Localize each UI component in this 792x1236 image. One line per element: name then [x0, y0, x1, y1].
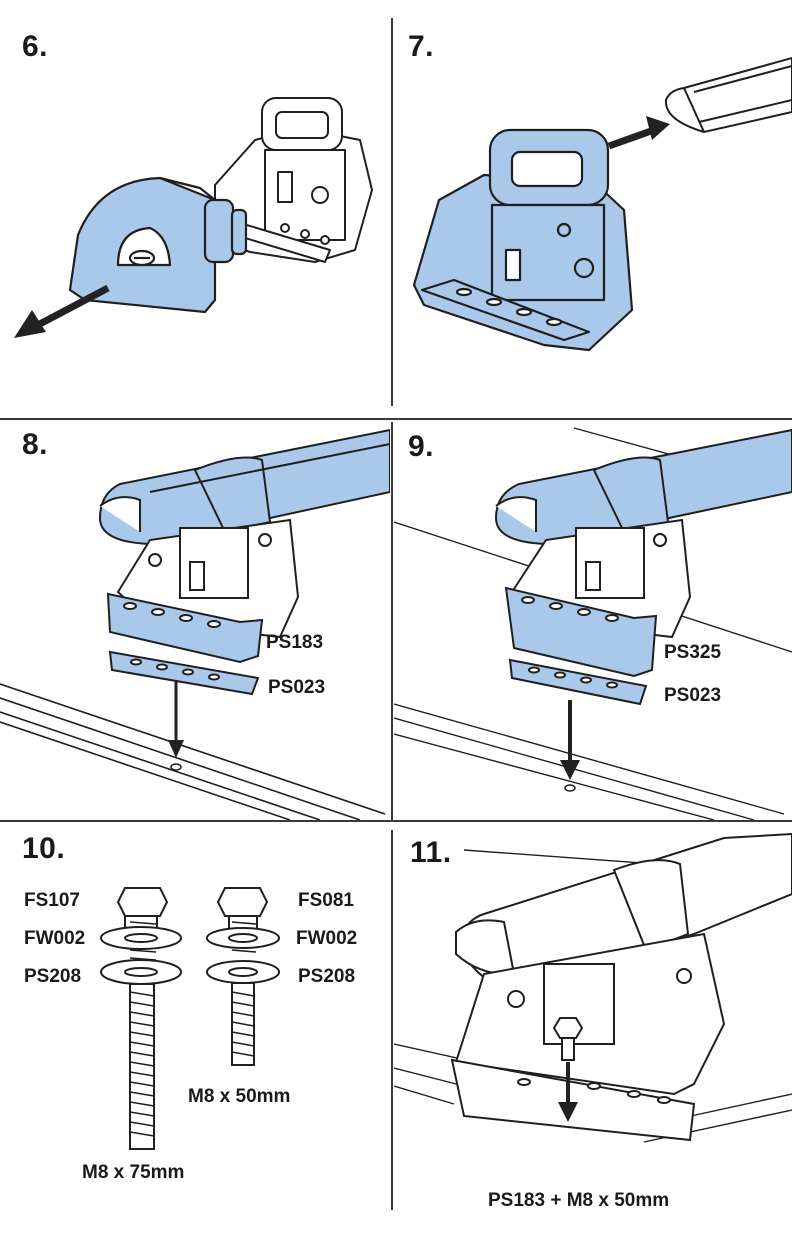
- step-11-panel: 11.: [394, 824, 792, 1236]
- step-number: 6.: [22, 30, 49, 63]
- part-label-fw002-left: FW002: [24, 928, 86, 949]
- horizontal-divider-1: [0, 418, 792, 420]
- roof-bar-icon: [455, 832, 792, 996]
- vertical-divider-bottom: [391, 830, 393, 1210]
- step-number: 7.: [408, 30, 435, 63]
- part-label-ps325: PS325: [664, 642, 722, 663]
- roof-bar-icon: [494, 428, 792, 546]
- step-9-illustration: [394, 427, 792, 820]
- arrow-icon: [558, 1062, 578, 1122]
- bolt-size-label-long: M8 x 75mm: [82, 1162, 185, 1183]
- ps023-plate: [508, 658, 648, 706]
- foot-pack-icon: [450, 932, 726, 1142]
- step-11-caption: PS183 + M8 x 50mm: [488, 1190, 670, 1211]
- arrow-icon: [14, 284, 110, 338]
- bolt-icon: [552, 1017, 584, 1061]
- part-label-ps023: PS023: [268, 677, 326, 698]
- part-label-ps208-left: PS208: [24, 966, 82, 987]
- step-7-panel: 7.: [394, 0, 792, 415]
- end-cap-part: [68, 176, 248, 314]
- step-number: 10.: [22, 832, 66, 865]
- vertical-divider-middle: [391, 422, 393, 820]
- step-9-panel: 9.: [394, 422, 792, 820]
- ps023-plate: [108, 650, 260, 696]
- step-10-illustration: [100, 887, 280, 1150]
- part-label-ps208-right: PS208: [298, 966, 356, 987]
- bolt-icon: [206, 887, 280, 1066]
- step-10-panel: 10.: [0, 824, 390, 1236]
- step-number: 11.: [410, 836, 452, 869]
- step-8-illustration: [0, 428, 390, 820]
- roof-bar-icon: [664, 56, 792, 134]
- step-6-illustration: [14, 97, 373, 338]
- arrow-icon: [607, 116, 670, 150]
- arrow-icon: [560, 700, 580, 780]
- bolt-size-label-short: M8 x 50mm: [188, 1086, 291, 1107]
- part-label-ps023: PS023: [664, 685, 722, 706]
- roof-bar-icon: [98, 428, 390, 546]
- bolt-icon: [100, 887, 182, 1150]
- part-label-fs081: FS081: [298, 890, 354, 911]
- horizontal-divider-2: [0, 820, 792, 822]
- step-8-panel: 8.: [0, 422, 390, 820]
- ps325-pad: [504, 586, 658, 678]
- step-6-panel: 6.: [0, 0, 390, 415]
- arrow-icon: [168, 677, 184, 758]
- vertical-divider-top: [391, 18, 393, 406]
- step-number: 9.: [408, 430, 435, 463]
- part-label-fw002-right: FW002: [296, 928, 358, 949]
- step-number: 8.: [22, 428, 49, 461]
- step-11-illustration: [394, 832, 792, 1143]
- foot-pack-icon: [412, 128, 634, 352]
- ps183-pad: [106, 592, 264, 664]
- part-label-fs107: FS107: [24, 890, 80, 911]
- step-7-illustration: [412, 56, 792, 352]
- part-label-ps183: PS183: [266, 632, 324, 653]
